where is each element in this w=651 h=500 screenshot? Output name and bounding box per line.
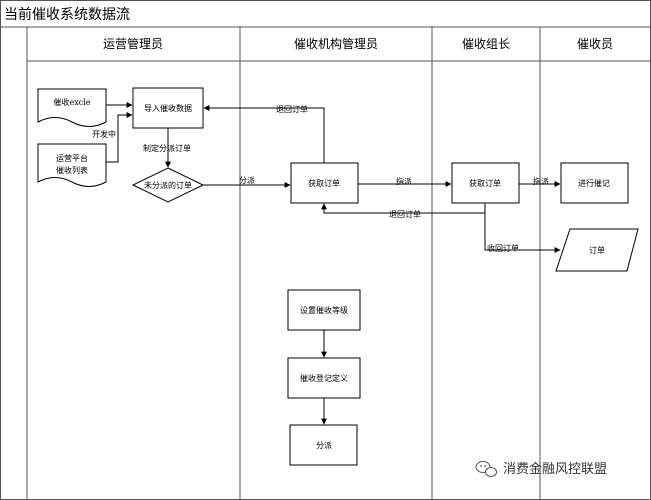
watermark: 消费金融风控联盟	[475, 461, 607, 477]
node-set-level-label: 设置催收等级	[300, 305, 348, 315]
node-platform-document	[37, 143, 107, 187]
edge-collect-label: 收回订单	[487, 243, 519, 253]
node-dispatch-label: 分派	[316, 441, 332, 450]
node-excel-label: 催收excle	[53, 97, 90, 107]
node-dispatch	[289, 424, 358, 466]
node-import-data	[132, 87, 204, 129]
edge-export-label: 开发中	[92, 129, 116, 139]
edge-return-top-label: 退回订单	[276, 104, 308, 114]
node-platform-label-line1: 运营平台	[56, 153, 88, 163]
node-acquire-leader-label: 获取订单	[469, 178, 501, 188]
edge-platform-to-import	[106, 112, 133, 163]
node-import-label: 导入催收数据	[144, 103, 192, 113]
node-define-record-label: 催收登记定义	[300, 373, 348, 383]
node-acquire-admin-label: 获取订单	[308, 178, 340, 188]
node-order-data	[555, 228, 639, 272]
lane-header-agency-admin: 催收机构管理员	[294, 36, 378, 51]
node-define-record	[287, 357, 361, 399]
node-decision-label: 未分派的订单	[144, 180, 192, 190]
node-record	[560, 162, 629, 204]
node-order-label: 订单	[589, 245, 605, 255]
diagram-title: 当前催收系统数据流	[4, 6, 130, 23]
node-excel-document	[37, 88, 107, 127]
edge-designate-1-label: 指派	[396, 176, 412, 186]
node-platform-label-line2: 催收列表	[56, 165, 88, 175]
edge-assign-label: 分派	[239, 176, 255, 185]
lane-header-collector: 催收员	[577, 37, 613, 51]
node-decision-diamond	[131, 167, 205, 203]
watermark-text: 消费金融风控联盟	[503, 461, 607, 477]
edge-leader-to-order	[484, 213, 561, 253]
edge-make-orders-label: 制定分派订单	[143, 143, 191, 153]
wechat-icon	[475, 461, 497, 477]
edge-return-bottom-label: 退回订单	[389, 209, 421, 219]
node-record-label: 进行催记	[578, 178, 610, 188]
node-acquire-leader	[451, 162, 520, 204]
edge-leader-return-to-admin	[321, 203, 486, 214]
lane-header-team-leader: 催收组长	[462, 37, 510, 51]
lane-header-ops-admin: 运营管理员	[103, 36, 163, 51]
edge-return-to-import	[203, 105, 325, 163]
edge-designate-2-label: 指派	[533, 176, 549, 186]
